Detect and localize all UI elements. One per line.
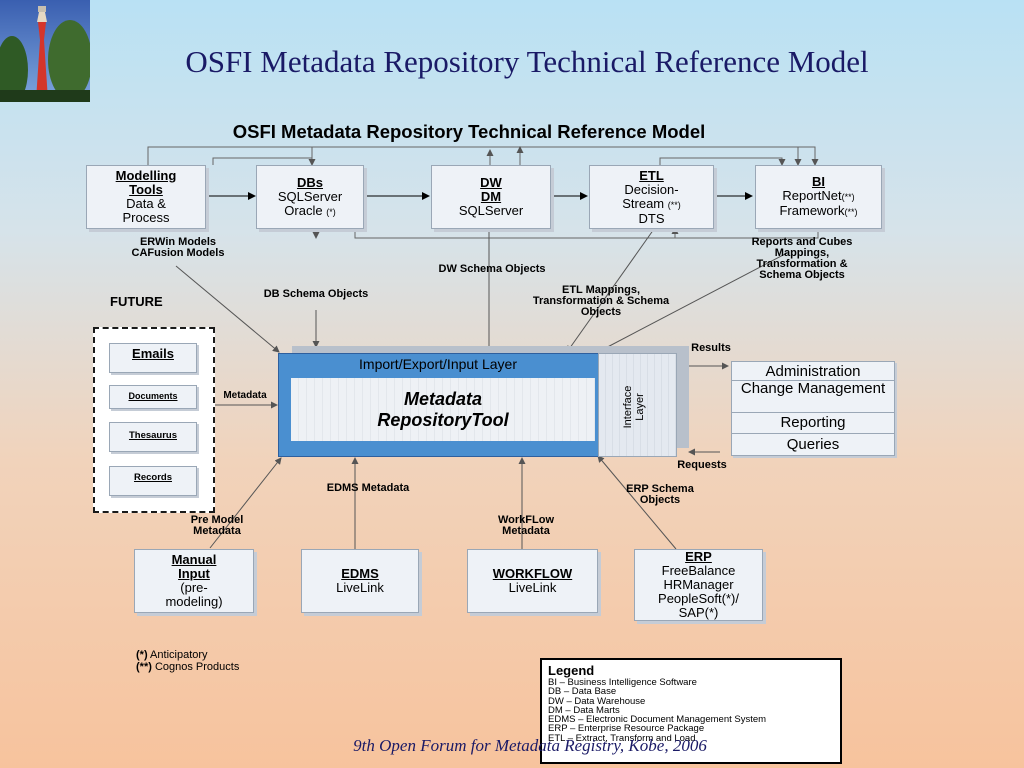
manual-line4: modeling) (165, 594, 223, 609)
legend-title: Legend (548, 663, 595, 678)
legend-item-dm: DM – Data Marts (548, 704, 620, 716)
metadata-repository-core: Metadata RepositoryTool (291, 378, 595, 441)
label-reports: Reports and Cubes Mappings, Transformati… (751, 236, 853, 281)
edms-box: EDMS LiveLink (301, 549, 419, 613)
side-item-change-management: Change Management (731, 380, 895, 413)
edms-title: EDMS (341, 566, 379, 581)
modelling-tools-box: Modelling Tools Data & Process (86, 165, 206, 229)
repository-title-line1: Metadata (403, 388, 483, 409)
edms-line2: LiveLink (336, 580, 384, 595)
erp-line4: PeopleSoft(*)/ (658, 591, 739, 606)
future-item-emails: Emails (109, 343, 197, 373)
kobe-tower-photo (0, 0, 90, 102)
future-item-thesaurus: Thesaurus (109, 422, 197, 452)
etl-line2: Decision- (624, 181, 679, 197)
bi-mark3: (**) (844, 207, 858, 217)
bi-line3-wrap: Framework(**) (779, 204, 857, 219)
label-db-schema: DB Schema Objects (263, 288, 369, 300)
label-workflow-metadata: WorkFLow Metadata (497, 514, 554, 537)
label-edms-metadata: EDMS Metadata (326, 482, 410, 494)
label-etl-mappings: ETL Mappings, Transformation & Schema Ob… (532, 284, 670, 318)
footnote-text-2: Cognos Products (151, 661, 240, 673)
label-requests: Requests (677, 459, 727, 471)
manual-title-line2: Input (178, 566, 210, 581)
erp-line3: HRManager (663, 577, 734, 592)
etl-box: ETL Decision- Stream (**) DTS (589, 165, 714, 229)
dbs-line2: SQLServer (277, 188, 343, 204)
etl-mark: (**) (667, 199, 681, 210)
footnote-anticipatory: (*) Anticipatory (136, 649, 239, 661)
interface-layer-label: Interface Layer (622, 385, 646, 429)
modelling-title-line2: Tools (129, 182, 163, 197)
legend-item-dw: DW – Data Warehouse (548, 695, 646, 707)
footnotes: (*) Anticipatory (**) Cognos Products (136, 649, 239, 673)
side-item-reporting: Reporting (731, 412, 895, 434)
future-panel: Emails Documents Thesaurus Records (93, 327, 215, 513)
bi-line3: Framework (779, 203, 845, 218)
future-title: FUTURE (110, 294, 163, 309)
workflow-box: WORKFLOW LiveLink (467, 549, 598, 613)
footnote-text-1: Anticipatory (147, 649, 208, 661)
modelling-line3: Data & (126, 196, 166, 211)
label-pre-model: Pre Model Metadata (190, 514, 244, 537)
etl-line4: DTS (638, 210, 665, 226)
footer-text: 9th Open Forum for Metadata Registry, Ko… (353, 736, 707, 755)
modelling-title-line1: Modelling (115, 168, 177, 183)
future-item-records: Records (109, 466, 197, 496)
label-dw-schema: DW Schema Objects (438, 263, 546, 275)
side-item-administration: Administration (731, 361, 895, 382)
slide-title: OSFI Metadata Repository Technical Refer… (185, 44, 869, 79)
repository-title-line2: RepositoryTool (377, 409, 509, 430)
etl-line3: Stream (622, 195, 665, 211)
legend: Legend BI – Business Intelligence Softwa… (540, 658, 842, 764)
label-erp-schema: ERP Schema Objects (626, 483, 694, 506)
dbs-mark: (*) (326, 206, 336, 217)
modelling-line4: Process (122, 210, 170, 225)
diagram-title: OSFI Metadata Repository Technical Refer… (232, 121, 706, 142)
dbs-box: DBs SQLServer Oracle (*) (256, 165, 364, 229)
bi-title: BI (812, 174, 825, 189)
label-results: Results (691, 342, 731, 354)
footnote-mark-2: (**) (136, 661, 152, 673)
erp-title: ERP (685, 549, 712, 564)
erp-line2: FreeBalance (661, 563, 736, 578)
dbs-title: DBs (296, 174, 323, 190)
import-export-input-layer: Import/Export/Input Layer (359, 356, 517, 372)
bi-line2: ReportNet (782, 188, 842, 203)
erp-line5: SAP(*) (678, 605, 719, 620)
legend-item-etl: ETL – Extract, Transform and Load (548, 732, 696, 744)
dm-title: DM (480, 189, 502, 204)
etl-line3-wrap: Stream (**) (622, 195, 681, 212)
dbs-line3: Oracle (284, 202, 323, 218)
legend-item-edms: EDMS – Electronic Document Management Sy… (548, 714, 767, 726)
manual-input-box: Manual Input (pre- modeling) (134, 549, 254, 613)
side-item-queries: Queries (731, 433, 895, 456)
label-erwin: ERWin Models CAFusion Models (131, 236, 225, 259)
future-item-documents: Documents (109, 385, 197, 409)
legend-item-bi: BI – Business Intelligence Software (548, 677, 697, 688)
erp-box: ERP FreeBalance HRManager PeopleSoft(*)/… (634, 549, 763, 621)
bi-box: BI ReportNet(**) Framework(**) (755, 165, 882, 229)
dw-title: DW (480, 175, 502, 190)
footnote-mark-1: (*) (136, 649, 148, 661)
etl-title: ETL (639, 167, 664, 183)
legend-item-erp: ERP – Enterprise Resource Package (548, 723, 705, 735)
workflow-title: WORKFLOW (492, 566, 573, 581)
dbs-line3-wrap: Oracle (*) (284, 202, 336, 219)
manual-line3: (pre- (180, 580, 208, 595)
workflow-line2: LiveLink (508, 580, 557, 595)
dw-box: DW DM SQLServer (431, 165, 551, 229)
legend-item-db: DB – Data Base (548, 686, 617, 698)
manual-title-line1: Manual (171, 552, 217, 567)
bi-mark2: (**) (841, 192, 855, 202)
interface-layer (598, 353, 677, 457)
bi-line2-wrap: ReportNet(**) (782, 189, 854, 204)
dw-line3: SQLServer (458, 203, 524, 218)
label-metadata: Metadata (223, 390, 267, 401)
footnote-cognos: (**) Cognos Products (136, 661, 239, 673)
